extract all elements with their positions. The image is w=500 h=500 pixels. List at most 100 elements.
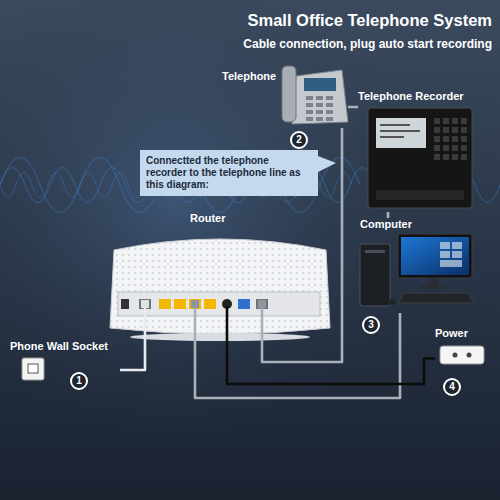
socket-hole [453,353,458,358]
wall-socket-node: Phone Wall Socket [10,340,120,390]
socket-hole [467,353,472,358]
power-socket [440,346,484,364]
recorder-node: Telephone Recorder [358,90,478,212]
key [306,103,313,107]
key [434,145,440,151]
cable [348,106,358,109]
device-label: Power [435,327,495,340]
key [316,103,323,107]
recorder-screen [376,118,426,148]
power-node: Power [435,327,495,372]
key [316,110,323,114]
lan-port [189,299,201,309]
plug [191,300,199,308]
lan-port [159,299,171,309]
subtitle: Cable connection, plug auto start record… [120,37,492,52]
screen-line [380,124,410,126]
key [434,154,440,160]
mouse [388,299,396,305]
router-stand [130,333,310,341]
router-illustration [110,239,330,342]
wall-socket-illustration [22,358,44,380]
key [452,145,458,151]
key [316,96,323,100]
tile [452,251,462,258]
recorder-keypad [434,118,467,160]
key [452,154,458,160]
cable [387,212,390,218]
tile [452,242,462,249]
key [434,136,440,142]
router-body [110,239,330,334]
key [326,110,333,114]
usb-port [121,299,129,309]
telephone-keypad [306,96,333,121]
callout-number: 4 [443,378,461,396]
key [443,154,449,160]
lan-port [174,299,186,309]
key [461,145,467,151]
device-label: Telephone Recorder [358,90,478,103]
phone-port [256,299,268,309]
key [326,117,333,121]
device-label: Phone Wall Socket [10,340,120,353]
key [306,117,313,121]
tile [440,251,450,258]
cable [120,342,145,370]
telephone-body [292,70,348,124]
key [434,118,440,124]
port-panel [118,292,320,316]
plug [258,300,266,308]
wan-port [238,299,250,309]
recorder-illustration [368,108,472,208]
computer-tower [360,244,390,306]
key [461,118,467,124]
device-label: Router [190,212,270,225]
callout-box: Connectted the telephone recorder to the… [140,150,318,196]
telephone-handset [282,66,296,122]
screen-tiles [440,242,462,267]
device-label: Telephone [222,70,292,83]
recorder-bar [376,190,464,200]
cable-stub [194,306,197,342]
key [443,145,449,151]
key [306,110,313,114]
router-vents [110,239,330,334]
tile [440,242,450,249]
key [326,103,333,107]
key [452,118,458,124]
key [434,127,440,133]
plug [141,300,149,308]
key [443,118,449,124]
callout-number: 2 [290,131,308,149]
lan-port [204,299,216,309]
key [443,136,449,142]
tile [440,260,462,267]
callout-number: 1 [70,372,88,390]
monitor-base [420,285,448,290]
key [452,127,458,133]
computer-illustration [360,234,474,306]
power-illustration [440,346,484,364]
monitor-screen [401,237,469,275]
callout-text: Connectted the telephone recorder to the… [146,155,312,191]
key [461,127,467,133]
title: Small Office Telephone System [247,10,492,30]
wall-socket [22,358,44,380]
cable-stub [261,306,264,342]
recorder-body [368,108,472,208]
screen-line [380,130,420,132]
keyboard [398,293,474,303]
telephone-screen [304,78,336,91]
router-node: Router [105,212,335,342]
callout-pointer [318,156,336,172]
key [306,96,313,100]
key [461,136,467,142]
drive-slot [365,250,385,253]
callout-number: 3 [362,316,380,334]
key [326,96,333,100]
monitor [398,234,472,278]
key [316,117,323,121]
